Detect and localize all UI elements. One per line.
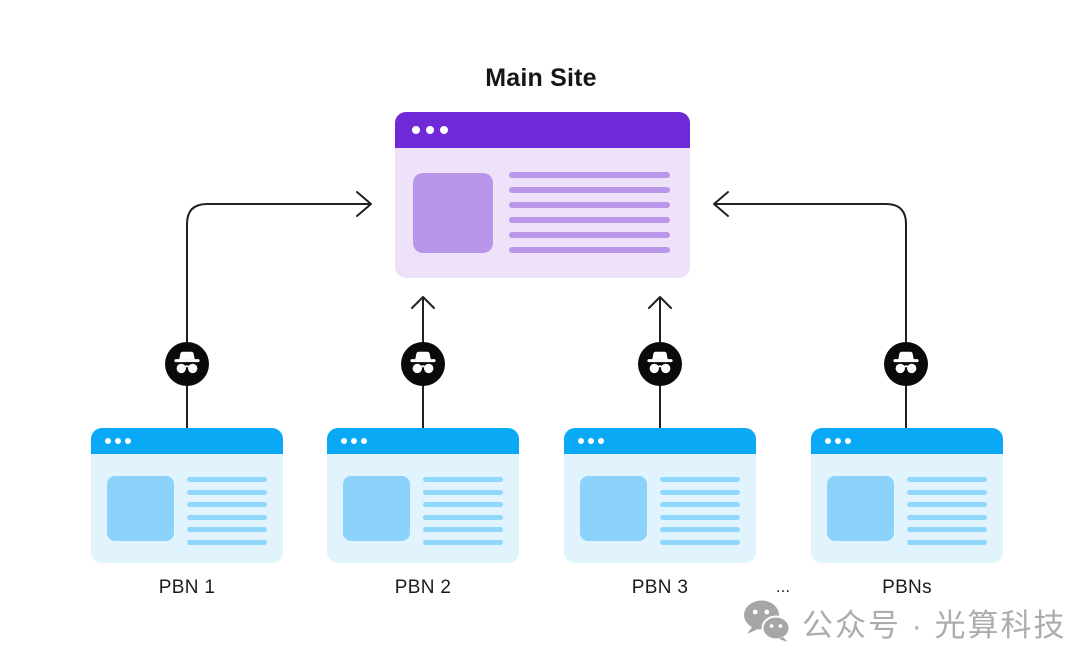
pbn-label-1: PBN 1 [158, 577, 216, 598]
pbn-window-header [91, 428, 283, 454]
window-dot-icon [105, 438, 111, 444]
pbn-window-2 [327, 428, 519, 563]
pbn-thumbnail [343, 476, 410, 541]
window-dot-icon [361, 438, 367, 444]
window-dot-icon [115, 438, 121, 444]
pbn-text-lines [423, 477, 503, 545]
pbn-window-header [811, 428, 1003, 454]
pbn-window-body [327, 454, 519, 563]
pbn-window-body [91, 454, 283, 563]
incognito-icon [165, 342, 209, 386]
main-site-window-body [395, 148, 690, 278]
arrow-pbns-to-main [715, 203, 907, 431]
pbn-window-3 [564, 428, 756, 563]
pbn-text-lines [907, 477, 987, 545]
main-site-window-header [395, 112, 690, 148]
window-dot-icon [426, 126, 434, 134]
window-dot-icon [125, 438, 131, 444]
pbn-label-4: PBNs [882, 577, 932, 598]
window-dot-icon [351, 438, 357, 444]
ellipsis-text: ... [775, 577, 791, 596]
pbn-window-body [564, 454, 756, 563]
window-dot-icon [341, 438, 347, 444]
arrowhead-up-icon [648, 296, 672, 309]
main-site-thumbnail [413, 173, 493, 253]
window-dot-icon [825, 438, 831, 444]
pbn-window-body [811, 454, 1003, 563]
incognito-icon [638, 342, 682, 386]
window-dot-icon [598, 438, 604, 444]
arrowhead-left-icon [713, 191, 729, 217]
main-site-text-lines [509, 172, 670, 253]
incognito-icon [884, 342, 928, 386]
window-dot-icon [588, 438, 594, 444]
pbn-text-lines [187, 477, 267, 545]
pbn-label-2: PBN 2 [394, 577, 452, 598]
pbn-thumbnail [107, 476, 174, 541]
main-site-window [395, 112, 690, 278]
arrow-pbn1-to-main [186, 203, 370, 431]
window-dot-icon [835, 438, 841, 444]
pbn-thumbnail [580, 476, 647, 541]
window-dot-icon [440, 126, 448, 134]
window-dot-icon [578, 438, 584, 444]
incognito-icon [401, 342, 445, 386]
pbn-window-header [327, 428, 519, 454]
arrowhead-right-icon [356, 191, 372, 217]
window-dot-icon [412, 126, 420, 134]
pbn-window-1 [91, 428, 283, 563]
arrowhead-up-icon [411, 296, 435, 309]
main-site-title: Main Site [485, 64, 597, 92]
pbn-text-lines [660, 477, 740, 545]
pbn-window-header [564, 428, 756, 454]
pbn-thumbnail [827, 476, 894, 541]
watermark-text: 公众号 · 光算科技 [802, 608, 1067, 643]
window-dot-icon [845, 438, 851, 444]
wechat-icon [744, 600, 791, 642]
pbn-window-4 [811, 428, 1003, 563]
pbn-label-3: PBN 3 [631, 577, 689, 598]
watermark: 公众号 · 光算科技 [742, 599, 1067, 646]
